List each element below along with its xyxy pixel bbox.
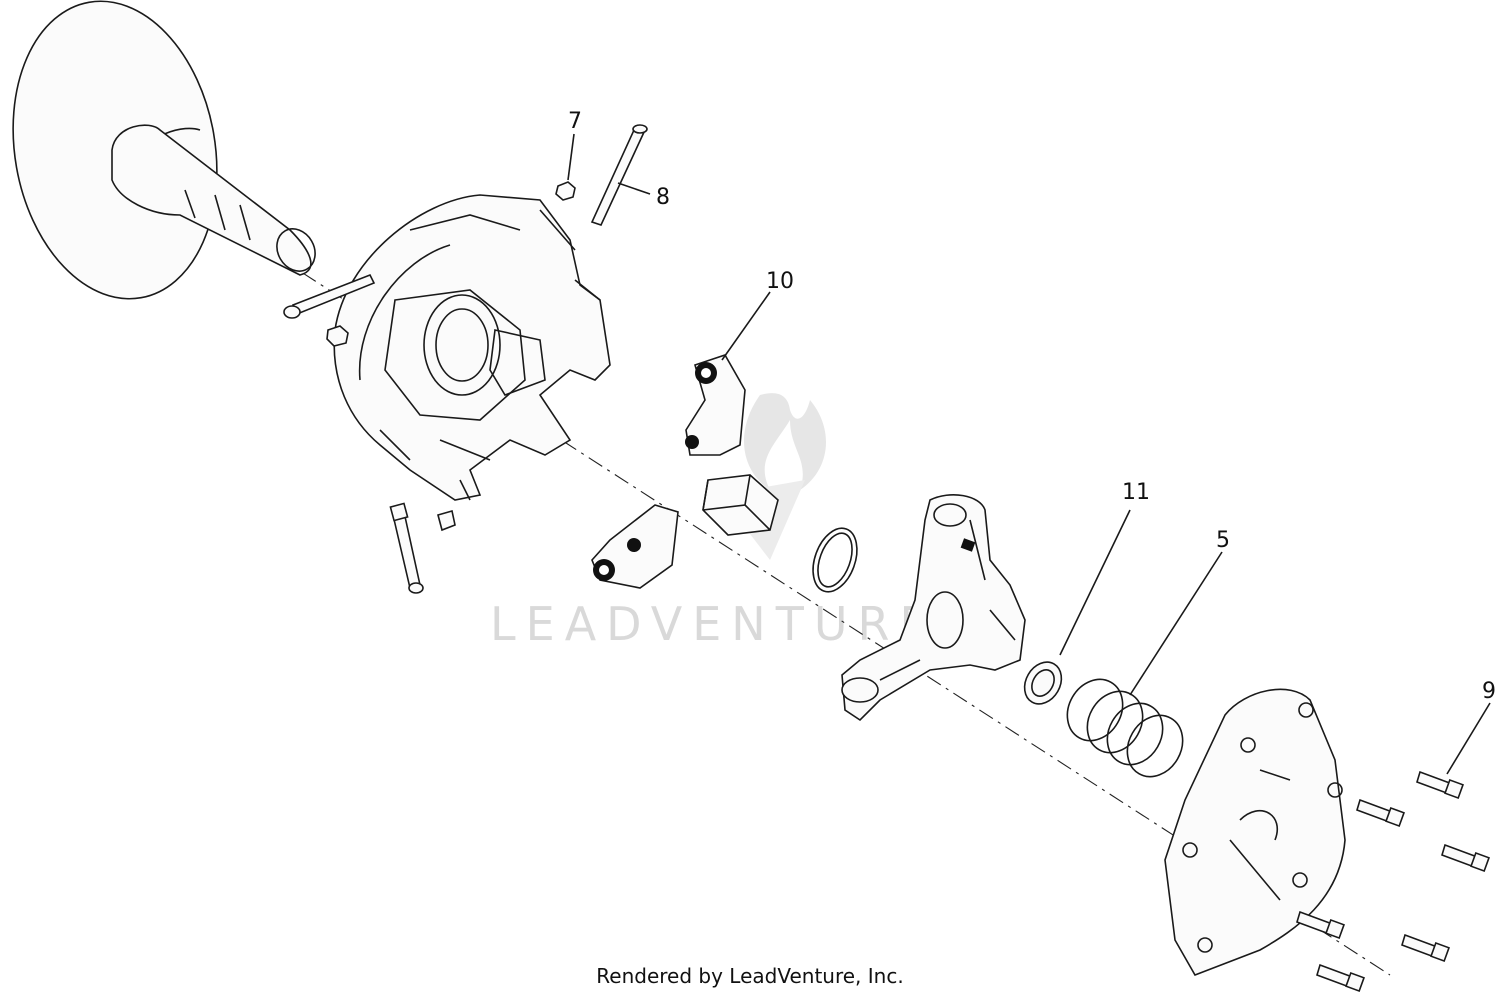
- callout-7: 7: [568, 109, 582, 134]
- spring-5: [1066, 678, 1184, 778]
- leader-lines: [567, 133, 1491, 775]
- callout-11: 11: [1122, 480, 1150, 505]
- nut-lower: [437, 509, 456, 532]
- sheave-assembly: [12, 0, 316, 300]
- washer-11: [1023, 661, 1063, 705]
- callout-8: 8: [656, 185, 670, 210]
- bushing-block: [702, 474, 779, 536]
- watermark-text: LEADVENTURE: [490, 597, 939, 651]
- footer-credit: Rendered by LeadVenture, Inc.: [596, 964, 904, 988]
- watermark: LEADVENTURE: [490, 393, 939, 651]
- snap-ring: [812, 527, 858, 593]
- nut-left: [326, 325, 349, 347]
- callout-10: 10: [766, 269, 794, 294]
- housing-bolt-lower: [389, 502, 424, 594]
- housing-bolt-upper: [283, 273, 376, 319]
- pin-8: [590, 124, 648, 226]
- cover-bolts-9: [1296, 770, 1490, 992]
- nut-7: [555, 181, 576, 201]
- spider: [841, 494, 1026, 722]
- callout-5: 5: [1216, 528, 1230, 553]
- roller-arm-10: [685, 354, 746, 456]
- cover-plate: [1164, 688, 1346, 976]
- callout-9: 9: [1482, 679, 1496, 704]
- housing: [333, 194, 611, 501]
- roller-arm-lower: [591, 504, 679, 589]
